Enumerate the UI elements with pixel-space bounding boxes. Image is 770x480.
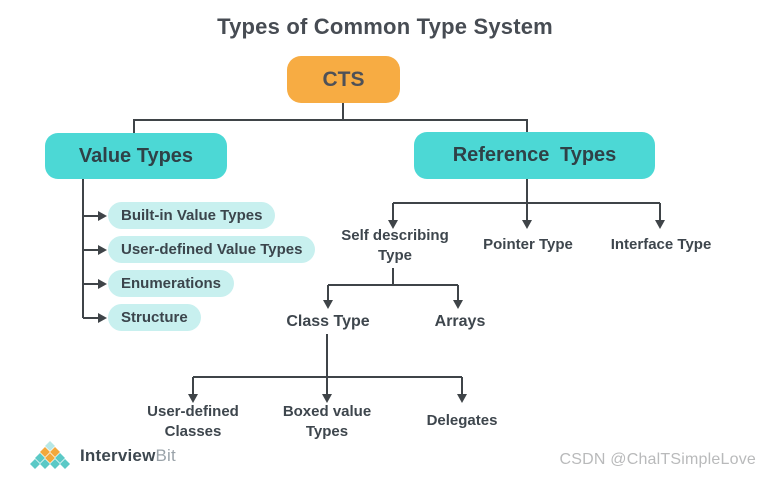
node-reference-types: Reference Types [414,132,655,179]
node-delegates: Delegates [426,412,498,429]
pill-built-in-value-types: Built-in Value Types [108,202,276,229]
wordmark-bit: Bit [155,445,176,465]
wordmark-interview: Interview [80,445,156,465]
node-pointer-type: Pointer Type [483,236,573,253]
node-value-types: Value Types [45,133,227,179]
pill-user-defined-value-types: User-defined Value Types [108,236,316,263]
interviewbit-logo: InterviewBit [28,441,176,470]
pill-structure: Structure [108,304,201,331]
interviewbit-pyramid-icon [30,441,70,469]
node-class-type: Class Type [286,313,370,330]
pill-enumerations: Enumerations [108,270,235,297]
node-user-defined-classes: User-defined Classes [147,403,239,440]
node-self-describing-type: Self describing Type [341,227,449,264]
csdn-watermark: CSDN @ChalTSimpleLove [559,451,756,468]
diagram-title: Types of Common Type System [217,14,553,39]
node-boxed-value-types: Boxed value Types [282,403,372,440]
node-cts: CTS [287,56,400,103]
node-arrays: Arrays [434,313,486,330]
interviewbit-wordmark: InterviewBit [80,446,176,466]
node-interface-type: Interface Type [610,236,712,253]
